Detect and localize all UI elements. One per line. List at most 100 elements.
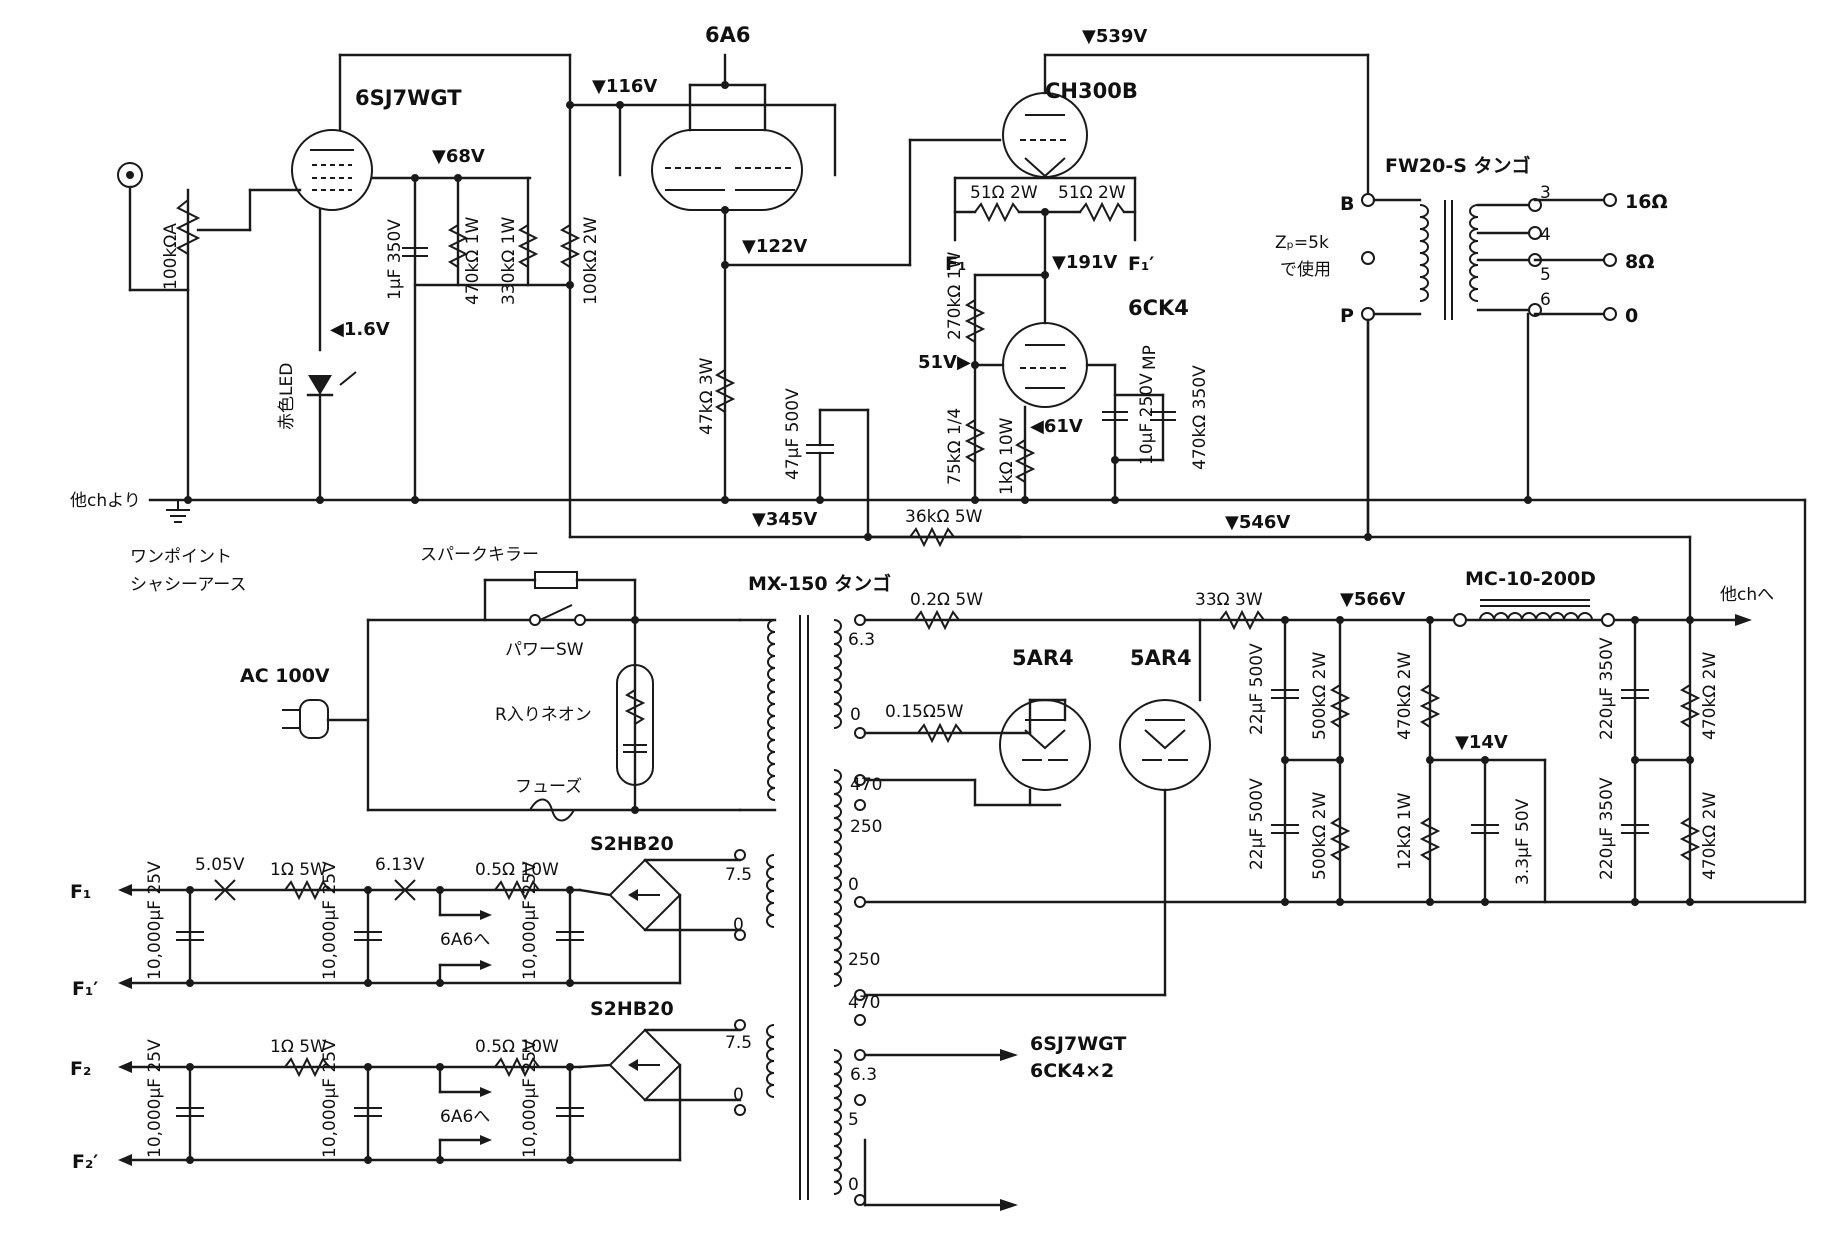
label-5ar4a: 5AR4 — [1012, 646, 1074, 670]
label-f2p: F₂′ — [72, 1151, 98, 1173]
label-r1k: 1kΩ 10W — [997, 417, 1017, 495]
label-t5: 5 — [1540, 265, 1551, 285]
label-c33: 3.3μF 50V — [1513, 798, 1533, 885]
cap-47uf: 47μF 500V — [783, 388, 870, 502]
voltage-191: ▼191V — [1052, 252, 1117, 273]
label-o8: 8Ω — [1625, 251, 1654, 273]
label-ch300b: CH300B — [1045, 79, 1138, 103]
label-t4: 4 — [1540, 225, 1551, 245]
label-t3: 3 — [1540, 183, 1551, 203]
label-r015: 0.15Ω5W — [885, 702, 964, 722]
label-from-other: 他chより — [70, 491, 141, 511]
label-p: P — [1340, 305, 1354, 327]
label-s250b: 250 — [848, 950, 880, 970]
power-transformer: MX-150 タンゴ 6.3 0 470 250 0 250 470 7.5 0 — [725, 572, 891, 1206]
label-r33: 33Ω 3W — [1195, 590, 1263, 610]
label-to6a6b: 6A6へ — [440, 1107, 490, 1127]
label-c10kf: 10,000μF 25V — [520, 1039, 540, 1158]
label-5ar4b: 5AR4 — [1130, 646, 1192, 670]
label-s0c: 0 — [733, 915, 744, 935]
voltage-566: ▼566V — [1340, 589, 1405, 610]
label-to6a6a: 6A6へ — [440, 930, 490, 950]
label-o0: 0 — [1625, 305, 1638, 327]
label-f2: F₂ — [70, 1058, 91, 1080]
label-r05a: 0.5Ω 10W — [475, 860, 559, 880]
rectifier-5ar4-b: 5AR4 — [1119, 646, 1211, 791]
ground-bus — [148, 498, 1807, 904]
label-r100k2w: 100kΩ 2W — [581, 216, 601, 305]
bridge-s2hb20-a: S2HB20 — [578, 833, 742, 985]
label-r51a: 51Ω 2W — [970, 183, 1038, 203]
label-r47k3w: 47kΩ 3W — [697, 357, 717, 435]
label-mp: MP — [1140, 345, 1160, 370]
voltage-539: ▼539V — [1082, 26, 1147, 47]
label-r470k1w: 470kΩ 1W — [463, 216, 483, 305]
label-zp1: Zₚ=5k — [1275, 233, 1329, 253]
label-fuse: フューズ — [515, 777, 582, 797]
rectifier-5ar4-a: 5AR4 — [999, 646, 1091, 791]
label-c22a: 22μF 500V — [1247, 643, 1267, 735]
bridge-s2hb20-b: S2HB20 — [578, 998, 742, 1162]
label-s63b: 6.3 — [850, 1065, 877, 1085]
tube-6a6: 6A6 — [651, 23, 803, 211]
label-s470a: 470 — [850, 775, 882, 795]
voltage-122: ▼122V — [742, 236, 807, 257]
label-6ck4: 6CK4 — [1128, 296, 1189, 320]
output-transformer: FW20-S タンゴ B P Zₚ=5k で使用 3 4 5 6 16Ω 8Ω … — [1275, 154, 1668, 327]
label-r470k2wb: 470kΩ 2W — [1700, 651, 1720, 740]
label-v613: 6.13V — [375, 855, 425, 875]
label-to-other: 他chへ — [1720, 585, 1774, 605]
label-c1uf: 1μF 350V — [385, 219, 405, 300]
label-r500ka: 500kΩ 2W — [1310, 651, 1330, 740]
label-s250a: 250 — [850, 817, 882, 837]
label-led: 赤色LED — [277, 363, 297, 430]
label-r36k: 36kΩ 5W — [905, 507, 983, 527]
junction-dots — [184, 81, 1694, 1164]
label-s0e: 0 — [848, 1175, 859, 1195]
label-s2hb20b: S2HB20 — [590, 998, 674, 1020]
label-c10kb: 10,000μF 25V — [320, 861, 340, 980]
label-heater-to1: 6SJ7WGT — [1030, 1033, 1126, 1055]
volume-potentiometer: 100kΩA — [161, 188, 302, 502]
label-c10kc: 10,000μF 25V — [520, 861, 540, 980]
label-neon: R入りネオン — [495, 705, 592, 725]
label-power-sw: パワーSW — [505, 640, 584, 660]
input-jack — [117, 162, 190, 292]
label-mx150: MX-150 タンゴ — [748, 572, 891, 595]
led-cathode: 赤色LED ◀1.6V — [277, 319, 390, 502]
voltage-68: ▼68V — [432, 146, 485, 167]
label-ff1: F₁ — [945, 253, 966, 275]
label-s2hb20a: S2HB20 — [590, 833, 674, 855]
voltage-1.6: ◀1.6V — [330, 319, 390, 340]
label-choke: MC-10-200D — [1465, 568, 1596, 590]
voltage-61: ◀61V — [1030, 416, 1083, 437]
label-r470k350: 470kΩ 350V — [1190, 365, 1210, 470]
label-r470k2wa: 470kΩ 2W — [1395, 651, 1415, 740]
filament-supply-f1: F₁ F₁′ 10,000μF 25V 5.05V 1Ω 5W 10,000μF… — [70, 855, 682, 1000]
label-ff1p: F₁′ — [1128, 253, 1154, 275]
label-b: B — [1340, 193, 1354, 215]
voltage-51: 51V▶ — [918, 352, 971, 373]
label-vol: 100kΩA — [161, 223, 181, 290]
tube-6ck4: 6CK4 — [1002, 296, 1189, 408]
label-c10uf: 10μF 250V — [1137, 373, 1157, 465]
filament-supply-f2: F₂ F₂′ 10,000μF 25V 1Ω 5W 10,000μF 25V 6… — [70, 1037, 682, 1173]
label-c220a: 220μF 350V — [1597, 637, 1617, 740]
label-spark: スパークキラー — [420, 545, 539, 565]
label-c10ka: 10,000μF 25V — [145, 861, 165, 980]
label-6a6: 6A6 — [705, 23, 750, 47]
label-r75k: 75kΩ 1/4 — [945, 408, 965, 485]
label-fw20s: FW20-S タンゴ — [1385, 154, 1531, 177]
label-r270k: 270kΩ 1W — [945, 251, 965, 340]
screen-network: 1μF 350V 470kΩ 1W 330kΩ 1W ▼68V 100kΩ 2W — [385, 146, 601, 502]
label-c220b: 220μF 350V — [1597, 777, 1617, 880]
label-s75b: 7.5 — [725, 1033, 752, 1053]
label-s0a: 0 — [850, 705, 861, 725]
label-r12k: 12kΩ 1W — [1395, 792, 1415, 870]
label-r02: 0.2Ω 5W — [910, 590, 983, 610]
label-s0d: 0 — [733, 1085, 744, 1105]
label-6sj7: 6SJ7WGT — [355, 86, 462, 110]
label-r51b: 51Ω 2W — [1058, 183, 1126, 203]
voltage-116: ▼116V — [592, 76, 657, 97]
